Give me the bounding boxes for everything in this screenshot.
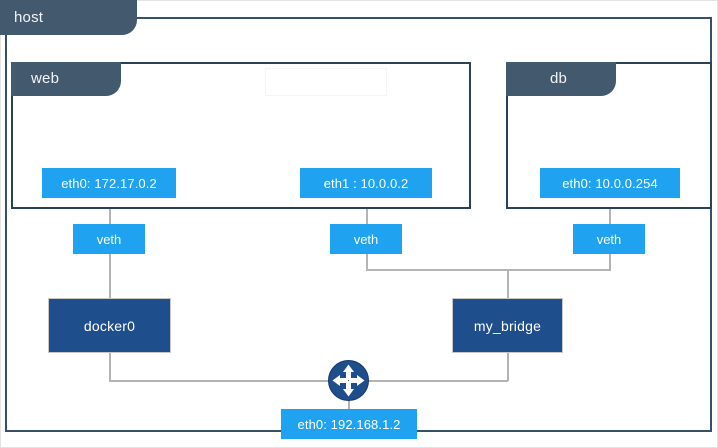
line-bus-down-my-bridge <box>507 269 509 299</box>
host-label-tab: host <box>0 0 137 35</box>
line-router-to-host-eth0 <box>348 398 350 409</box>
line-veth-middle-to-bus <box>366 254 368 271</box>
bridge-docker0[interactable]: docker0 <box>48 298 171 353</box>
interface-db-eth0[interactable]: eth0: 10.0.0.254 <box>540 168 680 198</box>
line-web-eth0-to-veth-left <box>109 190 111 230</box>
veth-right[interactable]: veth <box>573 224 645 254</box>
line-veth-left-to-docker0 <box>109 254 111 299</box>
line-bus-to-my-bridge <box>366 269 611 271</box>
router-compass-icon[interactable] <box>328 360 369 401</box>
interface-web-eth1[interactable]: eth1 : 10.0.0.2 <box>300 168 432 198</box>
line-veth-right-to-bus <box>609 254 611 271</box>
container-db-label-tab: db <box>506 62 616 96</box>
container-web-label-tab: web <box>11 62 121 96</box>
line-db-eth0-to-veth-right <box>609 190 611 230</box>
line-web-eth1-to-veth-middle <box>366 190 368 230</box>
interface-web-eth0[interactable]: eth0: 172.17.0.2 <box>42 168 176 198</box>
line-my-bridge-to-router-bus <box>507 352 509 381</box>
web-placeholder-rect <box>265 68 387 96</box>
line-router-bus <box>109 380 508 382</box>
veth-left[interactable]: veth <box>73 224 145 254</box>
line-docker0-to-router-bus <box>109 352 111 381</box>
interface-host-eth0[interactable]: eth0: 192.168.1.2 <box>281 409 417 439</box>
bridge-my-bridge[interactable]: my_bridge <box>452 298 563 353</box>
veth-middle[interactable]: veth <box>330 224 402 254</box>
